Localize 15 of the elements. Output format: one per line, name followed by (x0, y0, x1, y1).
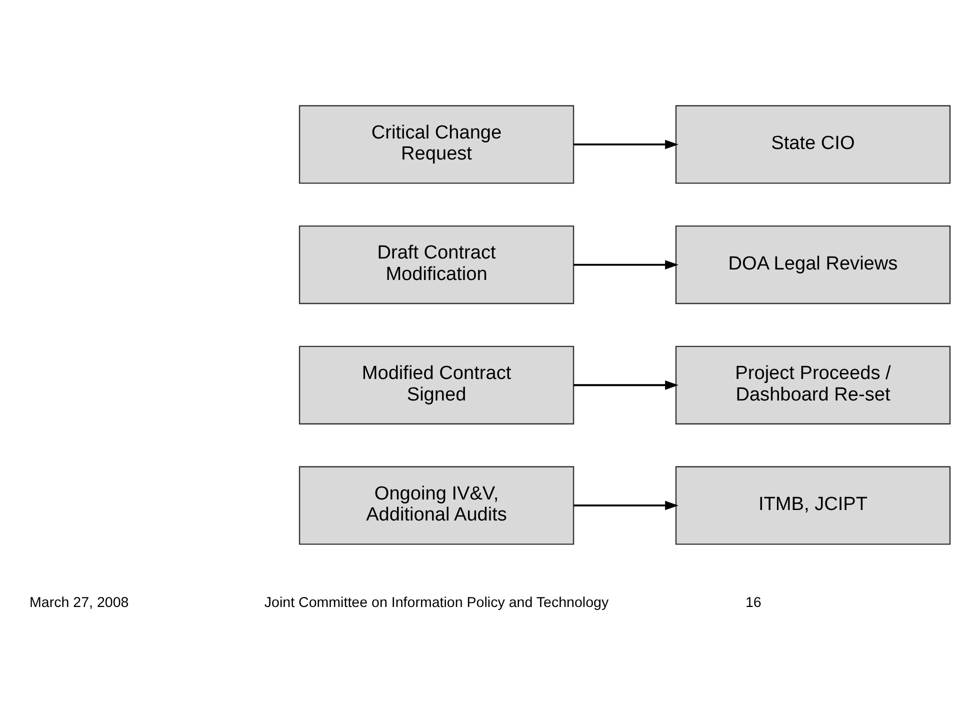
node-box: Ongoing IV&V, Additional Audits (298, 466, 574, 544)
arrow (574, 260, 678, 269)
node-box: Project Proceeds / Dashboard Re-set (675, 345, 951, 424)
arrow (574, 139, 678, 149)
arrow (574, 500, 678, 510)
label: March 27, 2008 (30, 594, 129, 610)
label: 16 (745, 594, 762, 610)
node-box: Critical Change Request (298, 104, 574, 184)
label: Joint Committee on Information Policy and Technology (264, 594, 609, 610)
node-box: ITMB, JCIPT (675, 466, 951, 544)
node-box: Modified Contract Signed (298, 345, 574, 424)
node-box: Draft Contract Modification (298, 225, 574, 304)
node-box: DOA Legal Reviews (675, 225, 951, 304)
node-box: State CIO (675, 104, 951, 184)
arrow (574, 380, 678, 390)
